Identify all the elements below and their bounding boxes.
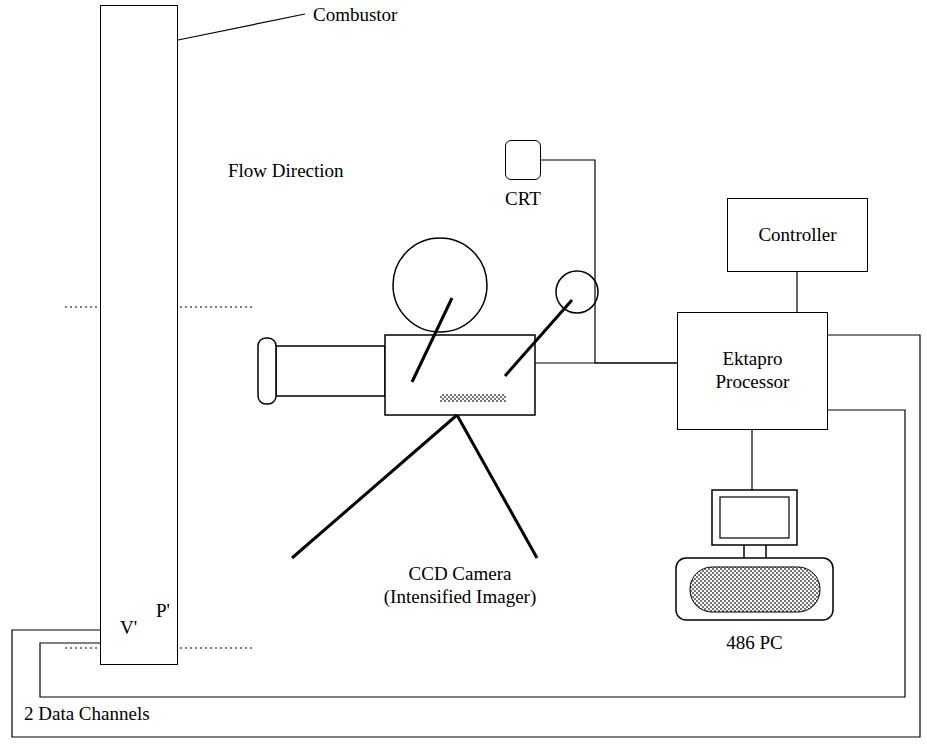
reel-arm xyxy=(412,298,452,382)
flow-label: Flow Direction xyxy=(228,160,344,183)
film-reel xyxy=(393,238,487,332)
camera: CCD Camera (Intensified Imager) xyxy=(385,335,535,415)
edge-label: 2 Data Channels xyxy=(22,703,152,726)
signal-name: V' xyxy=(120,617,137,640)
pc-drawing xyxy=(676,490,833,620)
connector-wire xyxy=(535,362,677,363)
reel-arm xyxy=(505,300,572,376)
lens-tube xyxy=(276,346,385,396)
leader-line xyxy=(178,14,305,40)
node-label: Controller xyxy=(758,224,836,247)
connector-wire xyxy=(541,160,677,363)
camera-body xyxy=(385,335,535,415)
film-reel xyxy=(556,271,598,313)
connector-wire xyxy=(751,430,752,490)
monitor-stand xyxy=(743,545,745,558)
processor-box: Ektapro Processor xyxy=(677,312,828,430)
node-label: Combustor xyxy=(313,4,397,27)
controller-box: Controller xyxy=(727,198,868,272)
tripod-leg xyxy=(292,415,457,558)
node-label: CCD Camera (Intensified Imager) xyxy=(370,563,550,609)
keyboard xyxy=(690,567,820,612)
pc: 486 PC xyxy=(712,490,797,545)
node-label: 486 PC xyxy=(726,632,783,655)
combustor-box: Combustor xyxy=(100,5,178,665)
tripod-leg xyxy=(457,415,537,558)
hatched-bar xyxy=(440,394,506,402)
signal-name: P' xyxy=(156,600,170,623)
monitor-screen xyxy=(720,497,789,538)
node-label: Ektapro Processor xyxy=(698,348,808,394)
node-label: CRT xyxy=(505,188,541,211)
pc-base xyxy=(676,558,833,620)
monitor xyxy=(712,490,797,545)
connector-wire xyxy=(796,272,797,312)
crt-box: CRT xyxy=(505,140,541,180)
camera-drawing xyxy=(258,238,598,558)
lens-ring xyxy=(258,338,276,404)
monitor-stand xyxy=(765,545,767,558)
